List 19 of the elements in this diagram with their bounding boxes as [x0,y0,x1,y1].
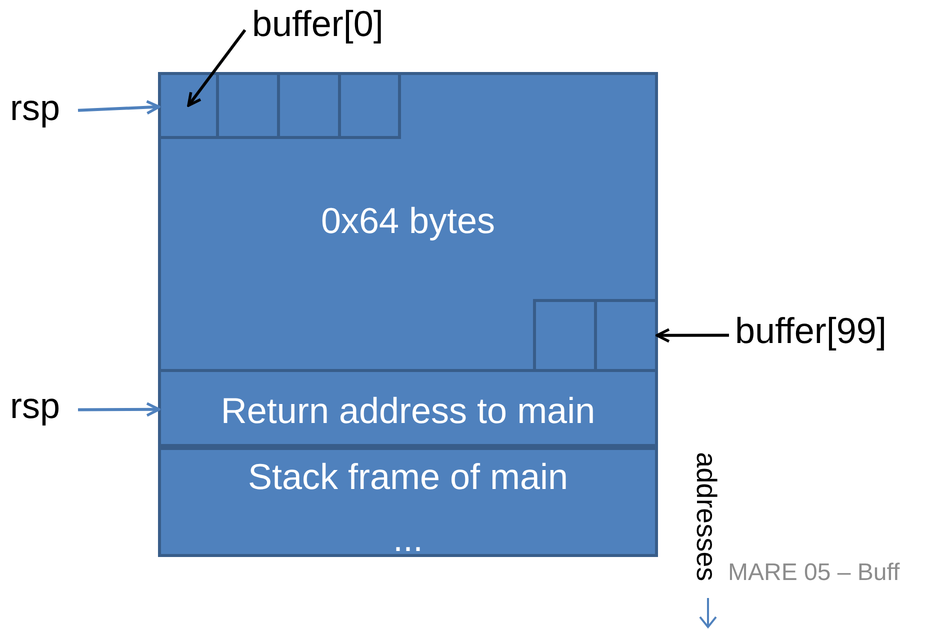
arrow [78,100,160,115]
region-label: 0x64 bytes [320,200,496,242]
arrow [656,328,729,343]
stack-frame-box [158,447,658,557]
ellipsis-text: ... [392,518,424,560]
box-label: Return address to main [220,390,596,432]
axis-label: addresses [690,452,721,582]
arrow [78,402,160,417]
return-address-box [158,369,658,447]
arrow [187,29,246,107]
register-label: rsp [10,90,72,134]
register-label: rsp [10,388,72,432]
buffer-region-box [158,72,658,372]
byte-cell [533,299,597,372]
box-label: Stack frame of main [246,456,570,498]
byte-cell [338,72,401,139]
pointer-label: buffer[0] [252,6,422,54]
pointer-label: buffer[99] [735,313,925,357]
footer-text: MARE 05 – Buff [728,560,900,586]
